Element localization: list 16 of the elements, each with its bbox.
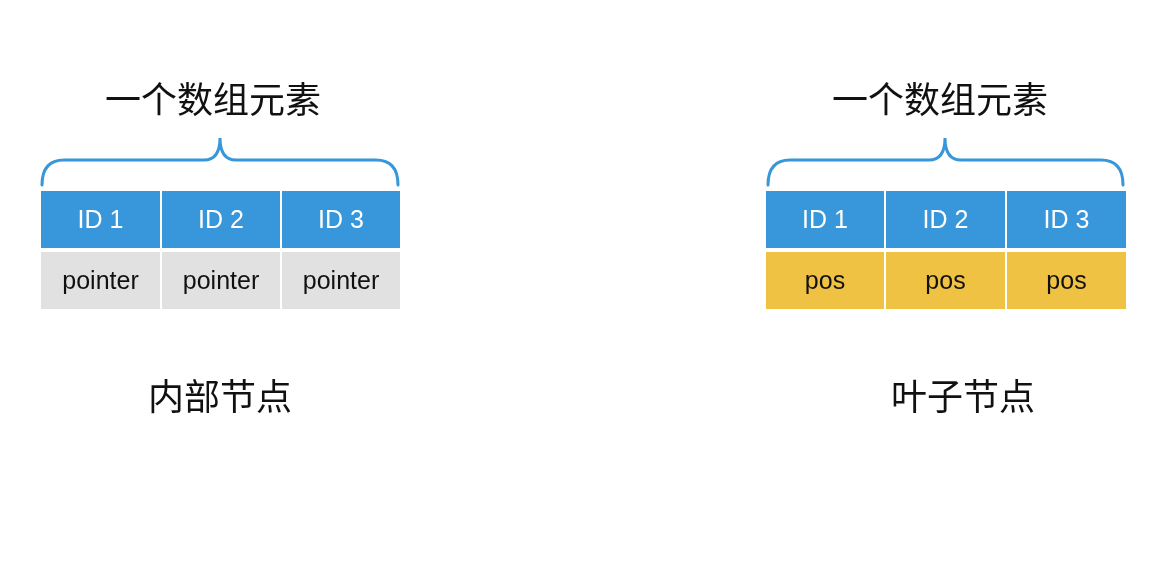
- group-heading: 一个数组元素: [105, 76, 321, 120]
- id-cell: ID 3: [282, 191, 400, 248]
- id-cell: ID 1: [41, 191, 160, 248]
- group-caption: 叶子节点: [891, 373, 1035, 417]
- pointer-cell: pointer: [162, 252, 280, 309]
- pointer-cell: pointer: [41, 252, 160, 309]
- group-caption: 内部节点: [148, 373, 292, 417]
- pointer-cell: pointer: [282, 252, 400, 309]
- group-heading: 一个数组元素: [832, 76, 1048, 120]
- id-cell: ID 3: [1007, 191, 1126, 248]
- pos-cell: pos: [766, 252, 884, 309]
- id-cell: ID 2: [886, 191, 1005, 248]
- pos-cell: pos: [886, 252, 1005, 309]
- id-cell: ID 2: [162, 191, 280, 248]
- pos-cell: pos: [1007, 252, 1126, 309]
- id-cell: ID 1: [766, 191, 884, 248]
